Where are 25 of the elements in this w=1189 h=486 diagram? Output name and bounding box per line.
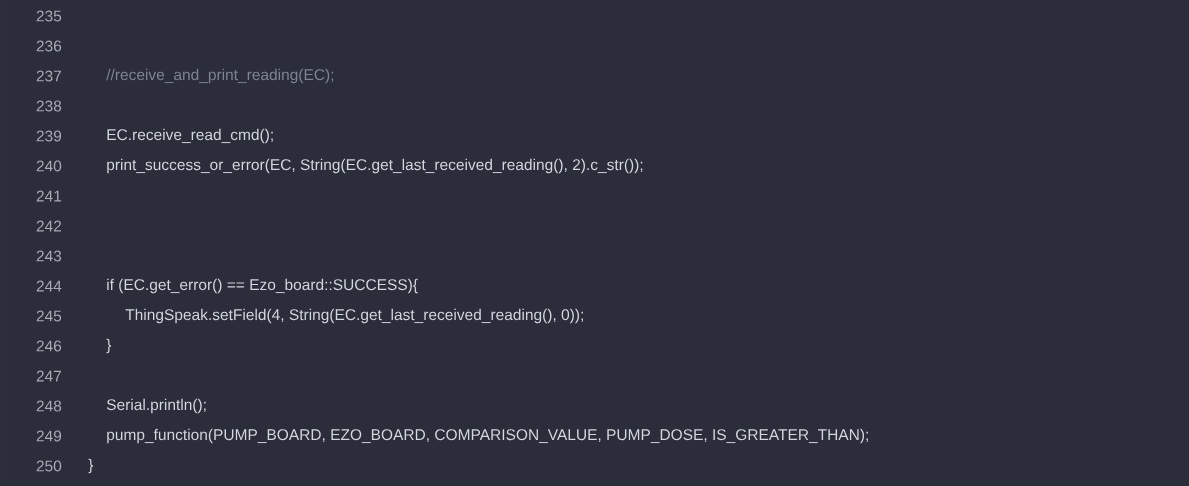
code-line: if (EC.get_error() == Ezo_board::SUCCESS){ xyxy=(107,278,418,294)
line-number: 241 xyxy=(36,190,62,202)
code-line: EC.receive_read_cmd(); xyxy=(107,128,273,144)
code-line: print_success_or_error(EC, String(EC.get_last_received_reading(), 2).c_str()); xyxy=(107,158,643,174)
line-number: 237 xyxy=(36,70,62,82)
code-line: ThingSpeak.setField(4, String(EC.get_last_received_reading(), 0)); xyxy=(125,308,583,324)
line-number: 240 xyxy=(36,160,62,172)
line-number: 250 xyxy=(36,460,62,472)
line-number: 246 xyxy=(36,340,62,352)
code-line: Serial.println(); xyxy=(106,398,206,414)
line-number: 248 xyxy=(36,400,62,412)
code-line: pump_function(PUMP_BOARD, EZO_BOARD, COMPARISON_VALUE, PUMP_DOSE, IS_GREATER_THAN); xyxy=(107,428,868,444)
line-number: 238 xyxy=(36,100,62,112)
code-line: } xyxy=(88,458,94,474)
line-number: 236 xyxy=(36,40,62,52)
line-number: 247 xyxy=(36,370,62,382)
line-number: 243 xyxy=(36,250,62,262)
line-number: 244 xyxy=(36,280,62,292)
line-number: 242 xyxy=(36,220,62,232)
line-number: 245 xyxy=(36,310,62,322)
line-number: 249 xyxy=(36,430,62,442)
code-comment: //receive_and_print_reading(EC); xyxy=(106,68,334,84)
line-number: 239 xyxy=(36,130,62,142)
code-line: } xyxy=(106,338,112,354)
line-number: 235 xyxy=(36,10,62,22)
